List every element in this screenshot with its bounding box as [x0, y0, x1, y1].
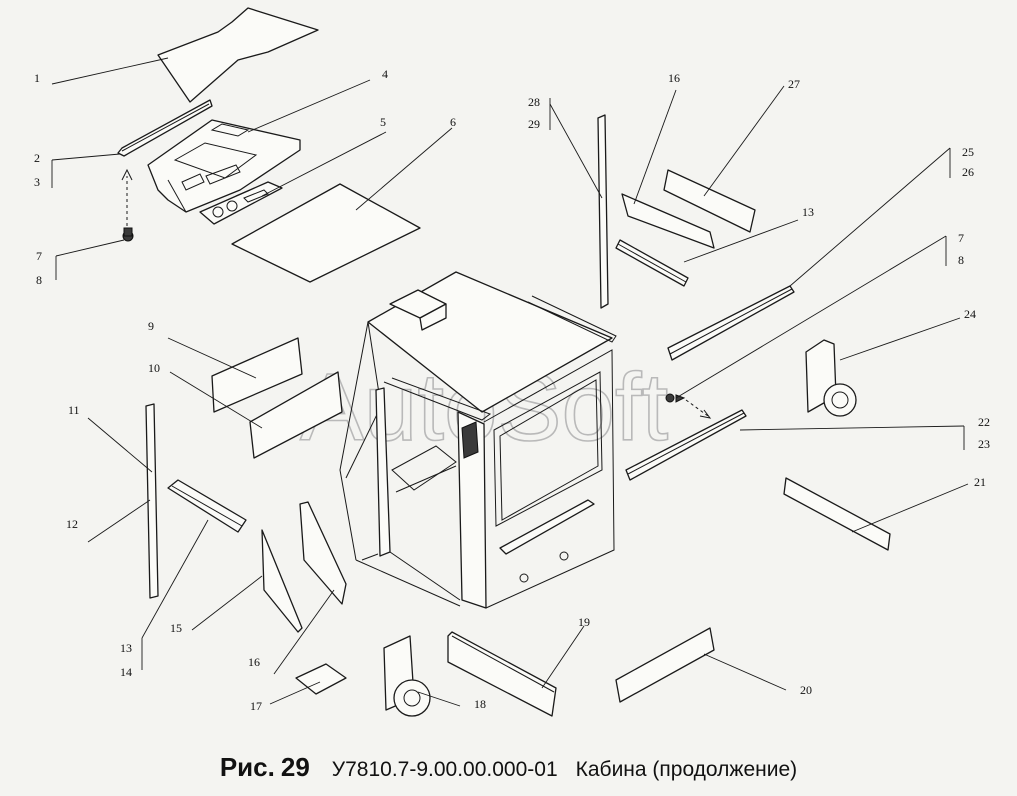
callout-13-left: 13	[120, 641, 132, 655]
part-18-heater-housing	[383, 635, 431, 717]
callout-26: 26	[962, 165, 974, 179]
part-20-panel	[615, 627, 715, 703]
callout-23: 23	[978, 437, 990, 451]
part-17-plate	[295, 663, 347, 695]
callout-9: 9	[148, 319, 154, 333]
part-11-12-vertical-strip	[145, 403, 159, 599]
figure-caption: Рис.29 У7810.7-9.00.00.000-01 Кабина (прод…	[0, 752, 1017, 788]
part-16-trim-upper	[621, 193, 715, 249]
callout-11: 11	[68, 403, 80, 417]
figure-prefix: Рис.	[219, 752, 275, 782]
callout-21: 21	[974, 475, 986, 489]
callout-1: 1	[34, 71, 40, 85]
callout-14: 14	[120, 665, 132, 679]
callout-13-upper: 13	[802, 205, 814, 219]
callout-8-left: 8	[36, 273, 42, 287]
callout-3: 3	[34, 175, 40, 189]
callout-16-lower: 16	[248, 655, 260, 669]
part-6-sheet	[231, 183, 421, 283]
part-4-dashboard-panel	[147, 119, 301, 213]
callout-10: 10	[148, 361, 160, 375]
part-13-14-channel-left	[167, 479, 247, 533]
callout-17: 17	[250, 699, 262, 713]
leader-lines	[51, 57, 969, 707]
part-25-26-angle	[667, 285, 795, 361]
part-7-8-bolt-right	[665, 393, 712, 419]
part-13-channel-upper	[615, 239, 689, 287]
part-22-23-angle	[625, 409, 747, 481]
part-21-panel	[783, 477, 891, 551]
callout-19: 19	[578, 615, 590, 629]
callout-20: 20	[800, 683, 812, 697]
part-27-trim	[663, 169, 756, 233]
part-28-29-vertical-post	[597, 114, 609, 309]
callout-12: 12	[66, 517, 78, 531]
figure-number: 29	[280, 752, 310, 782]
callout-8-right: 8	[958, 253, 964, 267]
callout-4: 4	[382, 67, 388, 81]
figure-title: Кабина (продолжение)	[575, 758, 798, 781]
callout-24: 24	[964, 307, 976, 321]
callout-25: 25	[962, 145, 974, 159]
part-15-panel	[261, 529, 303, 633]
part-1-roof-liner	[157, 7, 319, 103]
part-24-heater-housing	[805, 339, 857, 417]
callout-5: 5	[380, 115, 386, 129]
part-7-8-bolt-left	[121, 168, 134, 242]
part-19-bracket	[447, 631, 557, 717]
callout-7-left: 7	[36, 249, 42, 263]
callout-28: 28	[528, 95, 540, 109]
callout-22: 22	[978, 415, 990, 429]
cab-frame	[339, 271, 617, 609]
part-16-panel-lower	[299, 501, 347, 605]
callout-18: 18	[474, 697, 486, 711]
document-code: У7810.7-9.00.00.000-01	[331, 758, 558, 781]
callout-15: 15	[170, 621, 182, 635]
callout-16-upper: 16	[668, 71, 680, 85]
callout-2: 2	[34, 151, 40, 165]
callout-labels: 1 2 3 4 5 6 7 8 9 10 11 12 13 14 15 16 1…	[34, 67, 990, 713]
part-2-strip	[117, 99, 213, 157]
callout-29: 29	[528, 117, 540, 131]
callout-7-right: 7	[958, 231, 964, 245]
part-5-instrument-cluster	[199, 181, 283, 225]
part-10-side-panel	[249, 371, 343, 459]
callout-27: 27	[788, 77, 800, 91]
part-9-side-panel	[211, 337, 303, 413]
callout-6: 6	[450, 115, 456, 129]
